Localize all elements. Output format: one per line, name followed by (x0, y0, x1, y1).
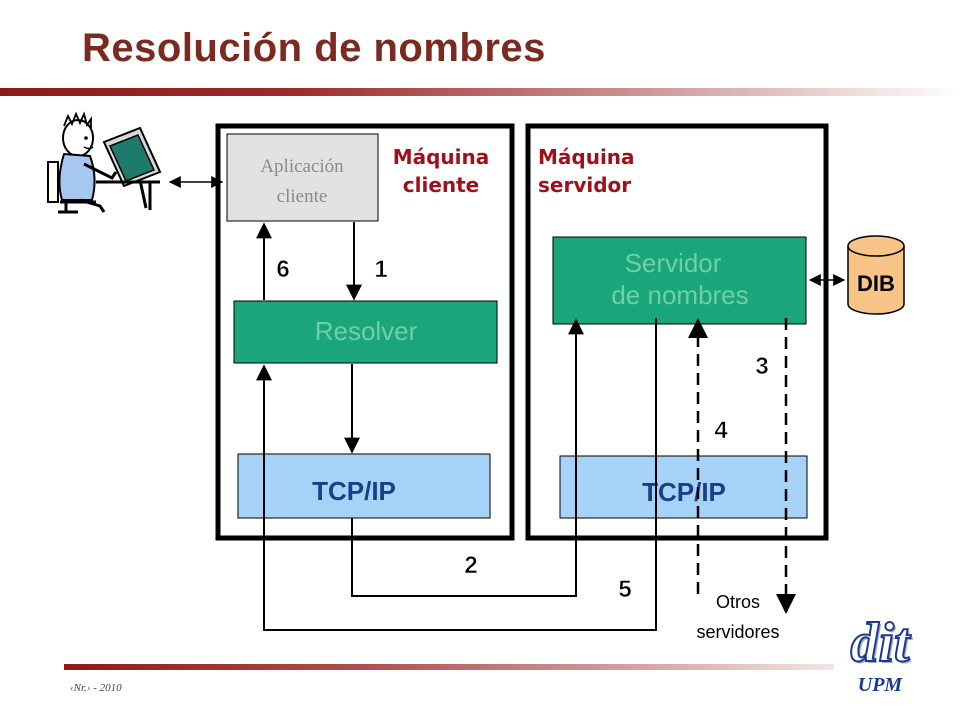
slide-number: ‹Nr.› - 2010 (70, 682, 122, 694)
upm-logo: UPM (857, 674, 903, 696)
other-servers-label-1: Otros (716, 592, 760, 612)
name-server-label-1: Servidor (625, 248, 722, 278)
client-machine-frame (215, 123, 515, 541)
dib-database-icon (847, 235, 905, 315)
server-machine-label-2: servidor (538, 173, 631, 197)
name-server-label-2: de nombres (611, 280, 748, 310)
server-machine-frame (525, 123, 829, 541)
step-label-2: 2 (464, 552, 477, 579)
step-label-4: 4 (714, 417, 728, 444)
user-at-computer-icon (47, 111, 162, 214)
arrow-step-2 (351, 318, 584, 597)
client-tcpip-box (237, 453, 491, 519)
step-label-5: 5 (618, 576, 631, 603)
client-machine-label-1: Máquina (393, 145, 490, 169)
client-app-label-1: Aplicación (260, 156, 344, 177)
resolver-label: Resolver (315, 316, 418, 346)
footer-divider (64, 664, 834, 670)
step-label-3: 3 (755, 353, 768, 380)
client-tcpip-label: TCP/IP (312, 476, 396, 506)
client-application-box (226, 133, 379, 222)
server-tcpip-box (559, 455, 808, 519)
arrow-step-5 (263, 318, 657, 631)
step-label-6: 6 (276, 256, 289, 283)
client-machine-label-2: cliente (403, 173, 480, 197)
name-server-box (552, 236, 807, 325)
server-machine-label-1: Máquina (538, 145, 635, 169)
other-servers-label-2: servidores (696, 622, 779, 642)
resolver-box (233, 300, 498, 364)
dib-label: DIB (857, 271, 895, 296)
slide-title: Resolución de nombres (82, 26, 546, 70)
dit-logo: dit (849, 612, 910, 674)
client-app-label-2: cliente (277, 186, 328, 207)
server-tcpip-label: TCP/IP (642, 477, 726, 507)
title-divider (0, 88, 960, 96)
step-label-1: 1 (374, 256, 387, 283)
